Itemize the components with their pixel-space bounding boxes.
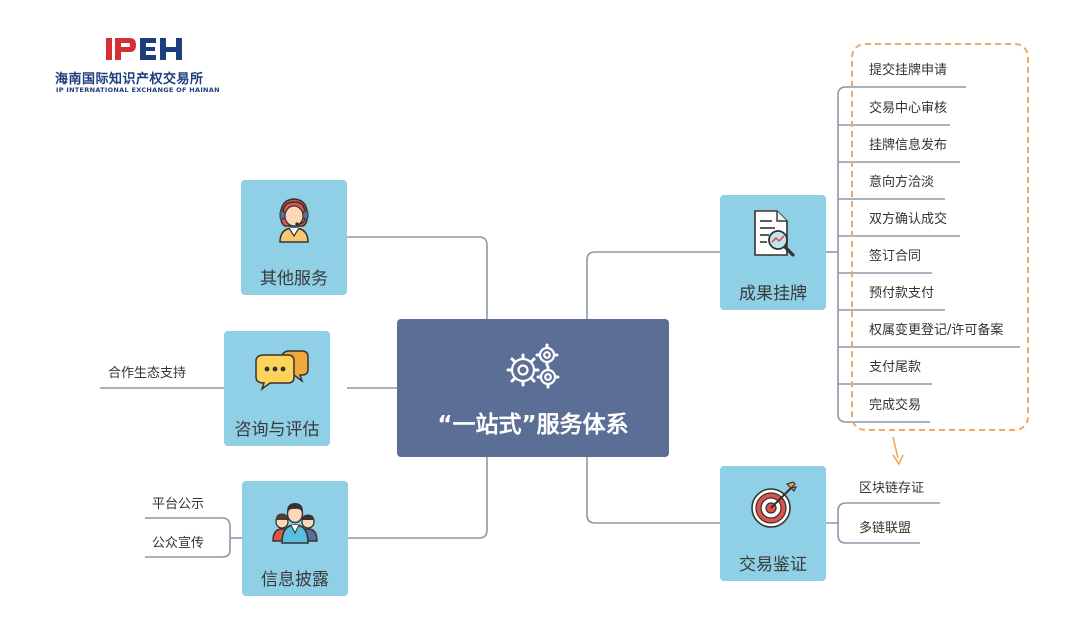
headset-agent-icon xyxy=(279,198,309,243)
leaf-disclose-platform: 平台公示 xyxy=(152,497,205,512)
ipeh-logo-mark-icon xyxy=(106,38,182,60)
chat-bubbles-icon xyxy=(255,350,309,392)
node-label: 交易鉴证 xyxy=(739,555,807,575)
node-label: 咨询与评估 xyxy=(234,420,320,440)
connector-disclose xyxy=(347,457,488,539)
node-label: 信息披露 xyxy=(261,570,329,590)
connector-other xyxy=(347,236,488,319)
leaf-listing-step: 预付款支付 xyxy=(869,286,935,301)
node-other-services: 其他服务 xyxy=(241,180,347,295)
leaf-listing-step: 意向方洽淡 xyxy=(869,175,935,190)
leaf-consult-support: 合作生态支持 xyxy=(108,366,187,381)
leaf-listing-step: 交易中心审核 xyxy=(869,101,948,116)
node-verify: 交易鉴证 xyxy=(720,466,826,581)
target-icon xyxy=(751,481,798,528)
leaf-listing-step: 提交挂牌申请 xyxy=(869,63,948,78)
leaf-listing-step: 支付尾款 xyxy=(869,360,922,375)
connector-listing xyxy=(586,251,720,319)
connector-leaf-verify-1 xyxy=(837,523,920,544)
gears-icon xyxy=(506,343,560,389)
leaf-listing-step: 签订合同 xyxy=(869,249,922,264)
leaf-verify-blockchain: 区块链存证 xyxy=(859,481,925,496)
leaf-listing-step: 挂牌信息发布 xyxy=(869,138,948,153)
document-magnifier-icon xyxy=(754,210,795,257)
listing-process-highlight xyxy=(851,43,1029,431)
node-label: 其他服务 xyxy=(260,269,328,289)
people-group-icon xyxy=(272,503,318,544)
connector-leaf-verify-0 xyxy=(825,502,940,524)
leaf-listing-step: 双方确认成交 xyxy=(869,212,948,227)
leaf-listing-step: 权属变更登记/许可备案 xyxy=(869,323,1004,338)
leaf-verify-multichain: 多链联盟 xyxy=(859,521,912,536)
center-title: “一站式”服务体系 xyxy=(437,412,629,438)
node-consult: 咨询与评估 xyxy=(224,331,330,446)
node-label: 成果挂牌 xyxy=(739,284,807,304)
logo-english-name: IP INTERNATIONAL EXCHANGE OF HAINAN xyxy=(56,86,220,94)
node-listing: 成果挂牌 xyxy=(720,195,826,310)
logo-chinese-name: 海南国际知识产权交易所 xyxy=(55,72,204,87)
center-node: “一站式”服务体系 xyxy=(397,319,669,457)
leaf-listing-step: 完成交易 xyxy=(869,398,922,413)
node-disclose: 信息披露 xyxy=(242,481,348,596)
down-arrow-icon xyxy=(892,436,904,466)
connector-listing-bracket xyxy=(837,86,930,423)
connector-verify xyxy=(586,457,720,524)
leaf-disclose-public: 公众宣传 xyxy=(152,536,205,551)
